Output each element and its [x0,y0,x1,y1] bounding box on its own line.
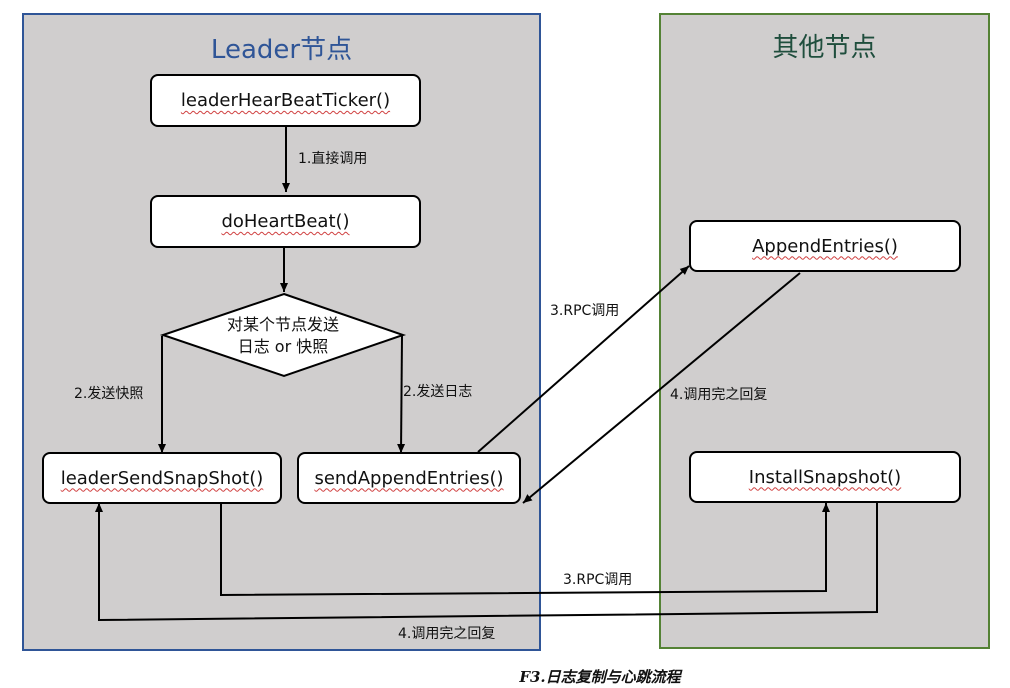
label-direct-call: 1.直接调用 [298,151,368,167]
send-append-entries-label: sendAppendEntries() [314,467,504,489]
decision-diamond [159,292,407,378]
install-snapshot-label: InstallSnapshot() [748,466,902,488]
decision-label: 对某个节点发送 日志 or 快照 [163,314,403,358]
edge-rpc-snapshot [220,503,830,597]
ticker-node-label: leaderHearBeatTicker() [180,90,391,111]
label-rpc-snapshot: 3.RPC调用 [563,572,633,588]
other-panel-title: 其他节点 [772,33,877,63]
decision-label-line1: 对某个节点发送 [226,315,339,334]
leader-send-snapshot-label: leaderSendSnapShot() [60,467,264,489]
leader-send-snapshot-node: leaderSendSnapShot() [42,452,282,504]
label-rpc-append: 3.RPC调用 [550,303,620,319]
label-send-log: 2.发送日志 [403,384,473,400]
other-nodes-panel: 其他节点 [659,13,990,649]
append-entries-node: AppendEntries() [689,220,961,272]
figure-caption: F3.日志复制与心跳流程 [519,668,681,686]
decision-label-line2: 日志 or 快照 [237,337,329,356]
label-reply-append: 4.调用完之回复 [670,387,768,403]
edge-send-log [397,335,406,454]
edge-reply-snapshot [95,503,878,622]
heartbeat-node-label: doHeartBeat() [221,211,350,232]
label-send-snapshot: 2.发送快照 [74,386,144,402]
install-snapshot-node: InstallSnapshot() [689,451,961,503]
edge-reply-append [522,272,801,504]
ticker-node: leaderHearBeatTicker() [150,74,421,127]
edge-rpc-append [477,265,690,453]
append-entries-label: AppendEntries() [752,235,898,257]
send-append-entries-node: sendAppendEntries() [297,452,521,504]
label-reply-snapshot: 4.调用完之回复 [398,626,496,642]
heartbeat-node: doHeartBeat() [150,195,421,248]
leader-panel-title: Leader节点 [210,35,353,65]
